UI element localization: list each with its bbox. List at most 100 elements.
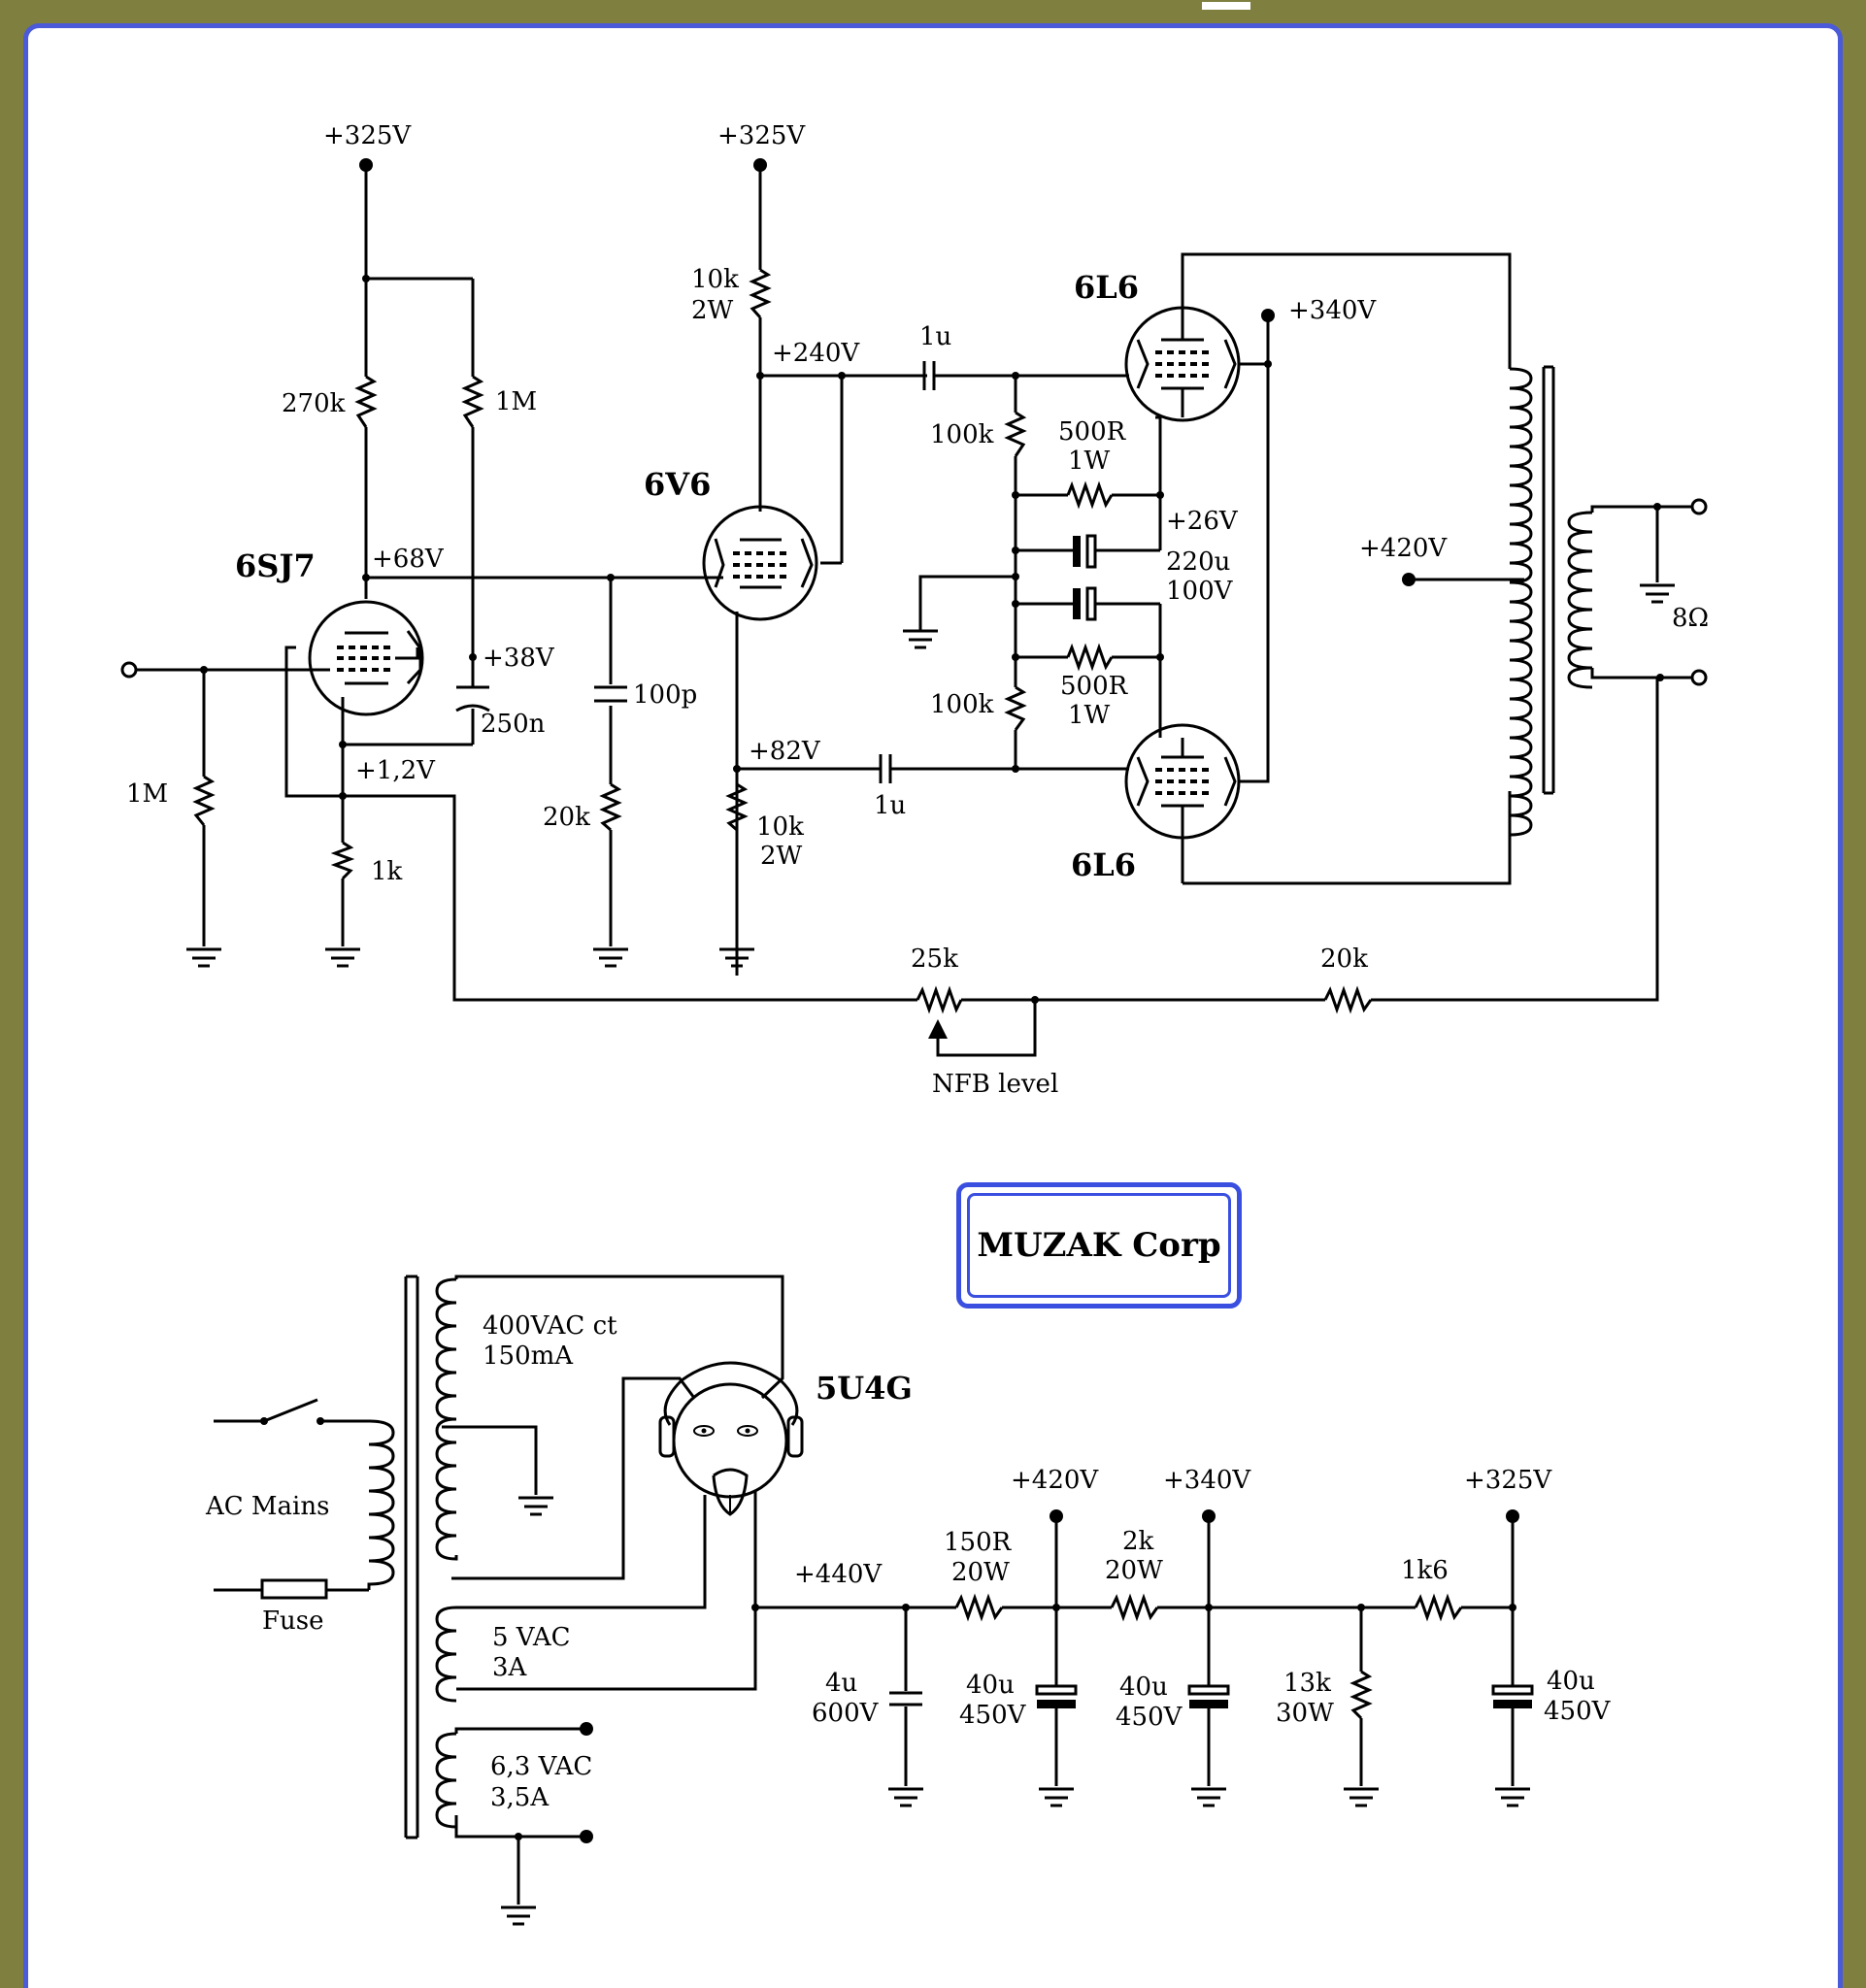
tube-6v6-label: 6V6 <box>644 466 711 503</box>
ground-driver-grid <box>593 947 628 968</box>
bleeder-power-label: 30W <box>1276 1699 1334 1728</box>
cap4-value-label: 40u <box>1547 1667 1595 1696</box>
ground-cap-4u <box>888 1787 923 1807</box>
nfb-level-pot <box>916 985 963 1014</box>
resistor-20k-grid <box>599 782 622 832</box>
rectifier-tube-5u4g <box>658 1361 804 1516</box>
cap1-voltage-label: 600V <box>812 1699 880 1728</box>
speaker-impedance-label: 8Ω <box>1672 604 1709 633</box>
input-stage: +325V 270k 1M 6SJ7 +68V +38V 250n +1,2V … <box>120 121 917 1002</box>
feedback-resistor-20k <box>1323 985 1373 1014</box>
tube-6l6-bottom-label: 6L6 <box>1071 846 1136 883</box>
b-plus-terminal-driver <box>753 158 767 172</box>
heater-winding-voltage-label: 6,3 VAC <box>490 1752 592 1781</box>
brand-name: MUZAK Corp <box>967 1193 1231 1298</box>
hv-winding-current-label: 150mA <box>483 1342 574 1371</box>
bleeder-value-label: 13k <box>1283 1669 1331 1698</box>
output-bypass-cap-voltage: 100V <box>1166 577 1234 606</box>
resistor-1k6 <box>1414 1593 1463 1622</box>
rect-out-voltage-label: +440V <box>794 1560 883 1589</box>
resistor-1m-grid <box>192 775 216 826</box>
output-cathode-resistor-top-power: 1W <box>1068 447 1111 476</box>
tube-6sj7 <box>308 600 424 716</box>
rectifier-filament-winding <box>435 1606 457 1703</box>
heater-terminal-1 <box>580 1722 593 1736</box>
ground-cap-40u-1 <box>1039 1787 1074 1807</box>
plate-supply-terminal <box>1402 573 1416 586</box>
cap2-voltage-label: 450V <box>959 1701 1027 1730</box>
power-supply: AC Mains Fuse 400VAC ct 150mA 5U4G 5 VAC… <box>205 1275 1612 1926</box>
nfb-level-label: NFB level <box>932 1070 1058 1099</box>
ground-ct <box>518 1496 553 1516</box>
node3-voltage-label: +325V <box>1464 1466 1552 1495</box>
r2-power-label: 20W <box>1105 1556 1163 1585</box>
resistor-1k <box>330 841 355 880</box>
input-screen-voltage-label: +38V <box>483 644 555 673</box>
speaker-terminal-positive <box>1690 498 1708 515</box>
driver-plate-resistor-value: 10k <box>691 265 739 294</box>
cap1-value-label: 4u <box>825 1669 857 1698</box>
top-edge-mark <box>1202 2 1250 10</box>
speaker-terminal-negative <box>1690 669 1708 686</box>
resistor-13k-bleeder <box>1350 1670 1373 1720</box>
resistor-100k-bottom <box>1004 685 1027 731</box>
output-cathode-resistor-top-value: 500R <box>1058 417 1127 447</box>
capacitor-220u-bottom <box>1073 588 1081 619</box>
ground-output <box>903 629 938 649</box>
output-grid-resistor-top-label: 100k <box>930 420 994 449</box>
fil-winding-voltage-label: 5 VAC <box>492 1623 571 1652</box>
screen-supply-terminal <box>1261 309 1275 322</box>
resistor-500r-top <box>1066 480 1114 510</box>
cap4-voltage-label: 450V <box>1544 1697 1612 1726</box>
input-screen-cap-label: 250n <box>481 710 546 739</box>
output-cap-top-label: 1u <box>919 322 951 351</box>
output-screen-voltage-label: +340V <box>1288 296 1377 325</box>
ground-input-grid <box>186 947 221 968</box>
ground-input-cathode <box>325 947 360 968</box>
output-stage: 6L6 6L6 1u 1u 100k 100k 500R 1W 500R 1W … <box>737 252 1709 885</box>
node2-voltage-label: +340V <box>1163 1466 1251 1495</box>
feedback-loop: 25k 20k NFB level <box>911 678 1659 1099</box>
driver-plate-resistor-power: 2W <box>691 296 734 325</box>
node1-voltage-label: +420V <box>1011 1466 1099 1495</box>
input-cathode-resistor-label: 1k <box>371 857 403 886</box>
resistor-500r-bottom <box>1066 643 1114 672</box>
output-transformer-secondary <box>1567 511 1593 689</box>
input-b-plus-label: +325V <box>323 121 412 150</box>
driver-cathode-resistor-power: 2W <box>760 842 803 871</box>
capacitor-40u-3 <box>1491 1684 1534 1696</box>
resistor-10k-plate <box>749 268 772 318</box>
ground-speaker <box>1640 583 1675 604</box>
output-bypass-cap-value: 220u <box>1166 547 1230 577</box>
hv-secondary-winding <box>435 1277 458 1561</box>
mains-switch <box>263 1398 318 1423</box>
fuse-label: Fuse <box>262 1607 324 1636</box>
capacitor-40u-1 <box>1035 1684 1078 1696</box>
resistor-150r <box>954 1593 1004 1622</box>
ground-cap-40u-3 <box>1495 1787 1530 1807</box>
output-cathode-resistor-bottom-power: 1W <box>1068 701 1111 730</box>
node-420v-terminal <box>1050 1509 1063 1523</box>
input-grid-resistor-label: 1M <box>126 779 168 809</box>
tube-6l6-top <box>1124 306 1241 422</box>
input-jack <box>120 661 138 679</box>
driver-plate-voltage-label: +240V <box>772 339 860 368</box>
ground-bleeder <box>1344 1787 1379 1807</box>
ground-driver-cathode <box>719 947 754 968</box>
driver-cathode-voltage-label: +82V <box>749 737 821 766</box>
ground-cap-40u-2 <box>1191 1787 1226 1807</box>
nfb-pot-value-label: 25k <box>911 944 958 974</box>
node-340v-terminal <box>1202 1509 1216 1523</box>
brand-box: MUZAK Corp <box>956 1182 1242 1309</box>
hv-winding-voltage-label: 400VAC ct <box>483 1311 617 1341</box>
input-screen-resistor-label: 1M <box>495 387 537 416</box>
resistor-10k-cathode <box>725 782 749 832</box>
cap3-voltage-label: 450V <box>1116 1703 1183 1732</box>
input-cathode-voltage-label: +1,2V <box>355 756 436 785</box>
tube-6l6-top-label: 6L6 <box>1074 269 1139 306</box>
cap3-value-label: 40u <box>1119 1673 1168 1702</box>
r1-value-label: 150R <box>944 1528 1013 1557</box>
output-plate-supply-label: +420V <box>1359 534 1448 563</box>
tube-6sj7-label: 6SJ7 <box>235 547 316 584</box>
